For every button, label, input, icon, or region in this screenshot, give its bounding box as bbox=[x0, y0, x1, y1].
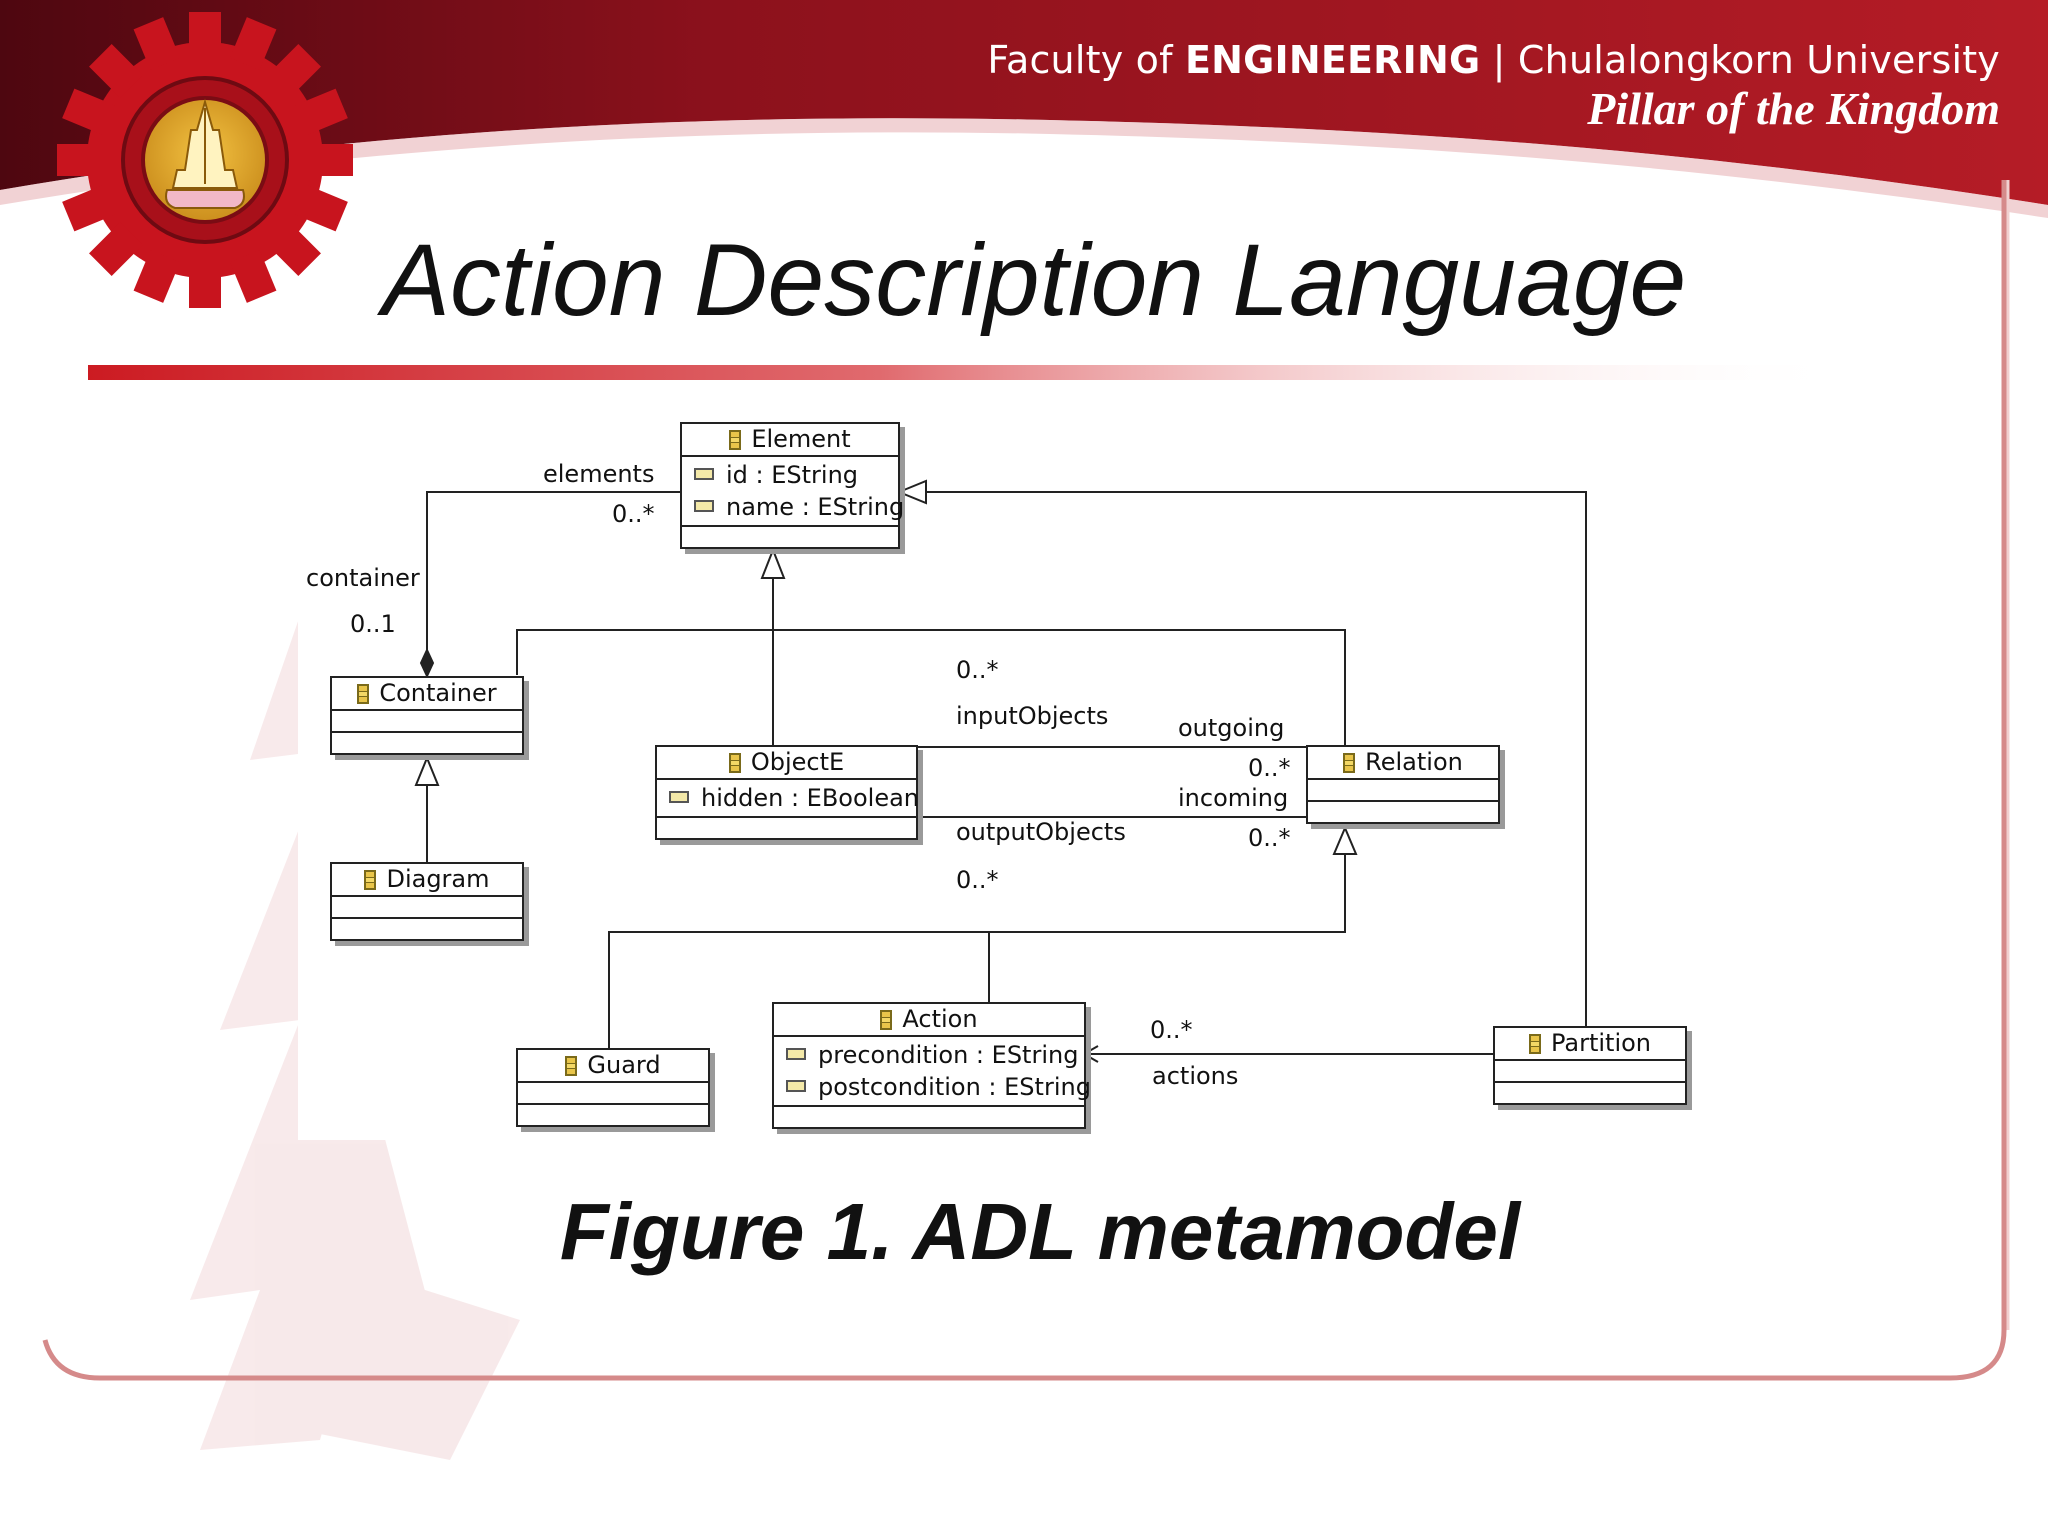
university-gear-icon bbox=[57, 12, 353, 308]
label-actions: actions bbox=[1152, 1062, 1239, 1090]
label-incoming-multiplicity: 0..* bbox=[1248, 824, 1291, 852]
class-diagram-name: Diagram bbox=[386, 865, 490, 893]
attribute-row: hidden : EBoolean bbox=[657, 782, 920, 814]
title-rule bbox=[88, 365, 1848, 380]
faculty-prefix: Faculty of bbox=[987, 38, 1185, 82]
class-action-attributes: precondition : EString postcondition : E… bbox=[774, 1037, 1091, 1107]
class-relation-operations bbox=[1308, 802, 1498, 822]
faculty-name: ENGINEERING bbox=[1184, 38, 1481, 82]
header-banner bbox=[0, 0, 2048, 205]
class-element-name: Element bbox=[751, 425, 851, 453]
label-output-objects: outputObjects bbox=[956, 818, 1126, 846]
label-input-objects: inputObjects bbox=[956, 702, 1109, 730]
eattribute-icon bbox=[669, 791, 689, 803]
class-diagram[interactable]: Diagram bbox=[330, 862, 524, 941]
class-container-attributes bbox=[332, 711, 522, 733]
label-incoming: incoming bbox=[1178, 784, 1289, 812]
class-partition-operations bbox=[1495, 1083, 1685, 1103]
class-guard-header: Guard bbox=[518, 1050, 708, 1083]
eattribute-icon bbox=[694, 468, 714, 480]
class-container-operations bbox=[332, 733, 522, 753]
label-input-multiplicity: 0..* bbox=[956, 656, 999, 684]
class-action-name: Action bbox=[902, 1005, 978, 1033]
class-objecte[interactable]: ObjectE hidden : EBoolean bbox=[655, 745, 920, 840]
class-action-operations bbox=[774, 1107, 1084, 1127]
eclass-icon bbox=[880, 1010, 893, 1030]
class-container-name: Container bbox=[379, 679, 497, 707]
label-container: container bbox=[306, 564, 420, 592]
label-actions-multiplicity: 0..* bbox=[1150, 1016, 1193, 1044]
attribute-label: precondition : EString bbox=[818, 1041, 1079, 1069]
label-elements-multiplicity: 0..* bbox=[612, 500, 655, 528]
eclass-icon bbox=[1528, 1034, 1541, 1054]
label-outgoing: outgoing bbox=[1178, 714, 1285, 742]
class-relation-header: Relation bbox=[1308, 747, 1498, 780]
attribute-label: postcondition : EString bbox=[818, 1073, 1091, 1101]
eclass-icon bbox=[565, 1056, 578, 1076]
class-element-header: Element bbox=[682, 424, 898, 457]
class-relation[interactable]: Relation bbox=[1306, 745, 1500, 824]
class-relation-name: Relation bbox=[1365, 748, 1463, 776]
eclass-icon bbox=[728, 753, 741, 773]
label-outgoing-multiplicity: 0..* bbox=[1248, 754, 1291, 782]
class-objecte-name: ObjectE bbox=[750, 748, 845, 776]
class-diagram-attributes bbox=[332, 897, 522, 919]
class-partition-attributes bbox=[1495, 1061, 1685, 1083]
class-objecte-attributes: hidden : EBoolean bbox=[657, 780, 920, 818]
university-name: | Chulalongkorn University bbox=[1480, 38, 2000, 82]
institution-line: Faculty of ENGINEERING | Chulalongkorn U… bbox=[987, 38, 2000, 82]
class-element[interactable]: Element id : EString name : EString bbox=[680, 422, 904, 549]
label-elements: elements bbox=[543, 460, 655, 488]
class-partition-name: Partition bbox=[1550, 1029, 1652, 1057]
slide-frame bbox=[42, 180, 2007, 1381]
class-guard-operations bbox=[518, 1105, 708, 1125]
class-element-operations bbox=[682, 527, 898, 547]
class-objecte-header: ObjectE bbox=[657, 747, 916, 780]
class-guard[interactable]: Guard bbox=[516, 1048, 710, 1127]
attribute-label: id : EString bbox=[726, 461, 859, 489]
slide-title: Action Description Language bbox=[382, 223, 1687, 337]
eclass-icon bbox=[729, 430, 742, 450]
class-container[interactable]: Container bbox=[330, 676, 524, 755]
class-action[interactable]: Action precondition : EString postcondit… bbox=[772, 1002, 1091, 1129]
attribute-row: name : EString bbox=[682, 491, 904, 523]
class-objecte-operations bbox=[657, 818, 916, 838]
class-partition[interactable]: Partition bbox=[1493, 1026, 1687, 1105]
attribute-row: id : EString bbox=[682, 459, 898, 491]
university-motto: Pillar of the Kingdom bbox=[1587, 83, 2000, 134]
class-diagram-header: Diagram bbox=[332, 864, 522, 897]
class-partition-header: Partition bbox=[1495, 1028, 1685, 1061]
eattribute-icon bbox=[786, 1048, 806, 1060]
eclass-icon bbox=[357, 684, 370, 704]
eclass-icon bbox=[1343, 753, 1356, 773]
class-guard-name: Guard bbox=[587, 1051, 661, 1079]
attribute-row: postcondition : EString bbox=[774, 1071, 1091, 1103]
label-output-multiplicity: 0..* bbox=[956, 866, 999, 894]
class-action-header: Action bbox=[774, 1004, 1084, 1037]
eattribute-icon bbox=[694, 500, 714, 512]
label-container-multiplicity: 0..1 bbox=[350, 610, 396, 638]
eclass-icon bbox=[364, 870, 377, 890]
class-container-header: Container bbox=[332, 678, 522, 711]
eattribute-icon bbox=[786, 1080, 806, 1092]
class-relation-attributes bbox=[1308, 780, 1498, 802]
figure-caption: Figure 1. ADL metamodel bbox=[559, 1187, 1521, 1276]
header-banner-sheen bbox=[0, 118, 2048, 218]
class-element-attributes: id : EString name : EString bbox=[682, 457, 904, 527]
class-guard-attributes bbox=[518, 1083, 708, 1105]
attribute-row: precondition : EString bbox=[774, 1039, 1084, 1071]
attribute-label: name : EString bbox=[726, 493, 905, 521]
attribute-label: hidden : EBoolean bbox=[701, 784, 920, 812]
class-diagram-operations bbox=[332, 919, 522, 939]
